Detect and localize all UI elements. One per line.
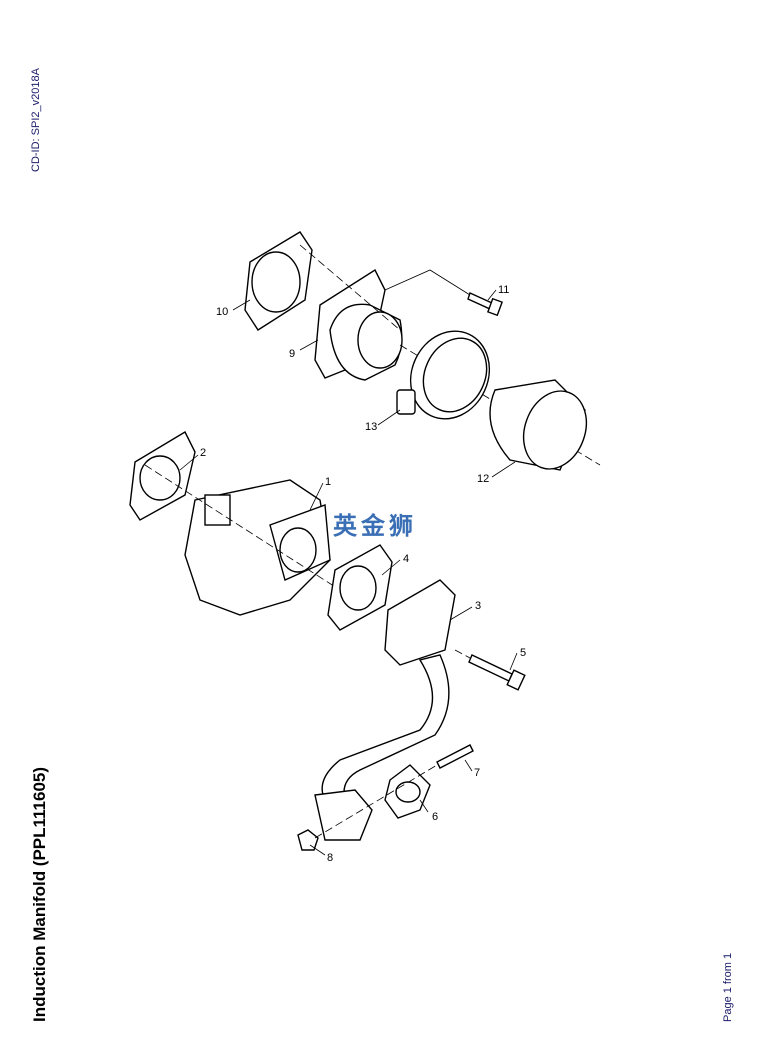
part-3-pipe: [314, 579, 456, 841]
callout-13: 13: [365, 421, 377, 433]
watermark: 英金狮: [333, 513, 417, 540]
part-12-hose: [489, 379, 588, 471]
part-8-nut: [297, 829, 319, 851]
callout-3: 3: [475, 600, 481, 612]
part-6-gasket: [384, 764, 431, 819]
callout-6: 6: [432, 811, 438, 823]
callout-2: 2: [200, 447, 206, 459]
part-2-gasket: [129, 431, 196, 521]
callout-10: 10: [216, 306, 228, 318]
part-9-adapter: [314, 268, 403, 381]
callout-5: 5: [520, 647, 526, 659]
callout-11: 11: [498, 284, 509, 296]
callout-9: 9: [289, 348, 295, 360]
callout-12: 12: [477, 473, 489, 485]
callout-1: 1: [325, 476, 331, 488]
part-1-throttle-body: [184, 479, 331, 616]
part-10-gasket: [244, 231, 313, 331]
callout-8: 8: [327, 852, 333, 864]
callout-7: 7: [474, 767, 480, 779]
part-4-gasket: [327, 544, 393, 631]
part-7-stud: [436, 744, 474, 769]
part-5-bolt: [468, 654, 526, 691]
callout-labels: 10 9 11 13 12 2 1 4 3 5 6 7 8: [179, 284, 526, 864]
callout-4: 4: [403, 553, 409, 565]
part-13-clamp: [396, 330, 491, 420]
part-11-bolt: [467, 292, 503, 317]
